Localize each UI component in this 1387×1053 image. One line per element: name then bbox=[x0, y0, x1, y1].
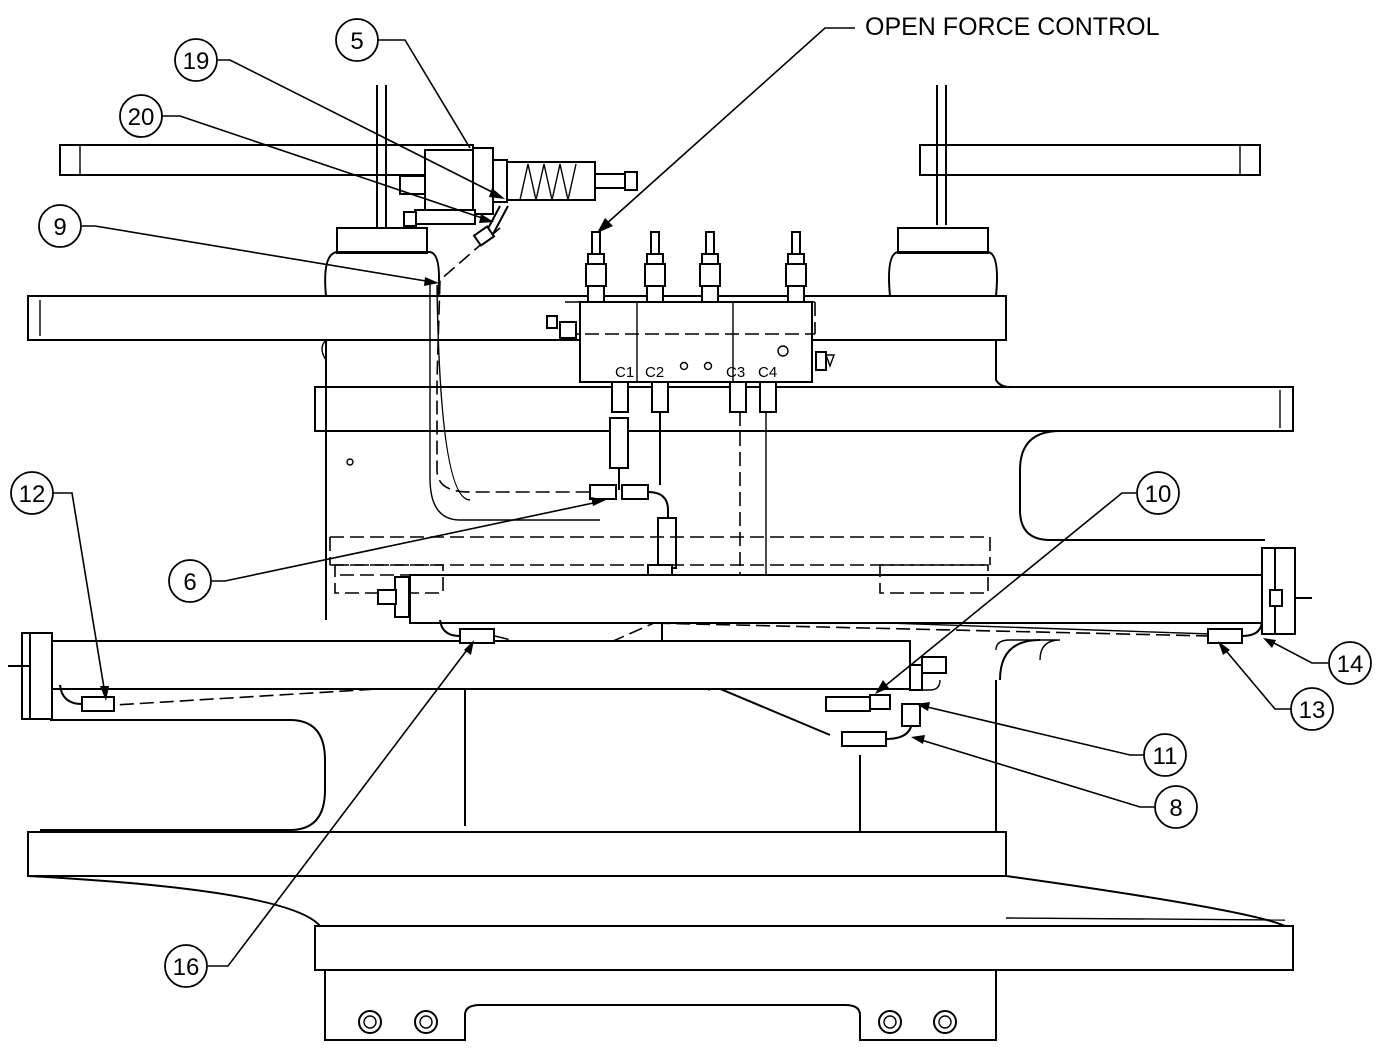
fitting-12 bbox=[81, 696, 115, 712]
valve-manifold: C1 C2 C3 C4 bbox=[546, 231, 835, 413]
tee-fitting bbox=[589, 484, 617, 500]
balloon-16-label: 16 bbox=[173, 954, 200, 981]
bottom-cross-beam bbox=[27, 831, 1007, 877]
balloon-20: 20 bbox=[119, 94, 163, 138]
balloon-13: 13 bbox=[1290, 687, 1334, 731]
port-label-c1: C1 bbox=[615, 364, 634, 381]
balloon-9: 9 bbox=[38, 204, 82, 248]
balloon-12-label: 12 bbox=[19, 481, 46, 508]
balloon-9-label: 9 bbox=[53, 214, 66, 241]
balloon-19-label: 19 bbox=[183, 48, 210, 75]
port-fittings bbox=[611, 381, 777, 413]
port-label-c2: C2 bbox=[645, 364, 664, 381]
middle-cross-beam bbox=[314, 386, 1294, 432]
base-bolts bbox=[358, 1010, 957, 1034]
balloon-6-label: 6 bbox=[183, 569, 196, 596]
top-actuator-assembly bbox=[399, 147, 638, 247]
fitting-13 bbox=[1207, 628, 1243, 644]
open-force-control-label: OPEN FORCE CONTROL bbox=[865, 13, 1160, 41]
balloon-11: 11 bbox=[1143, 733, 1187, 777]
balloon-8-label: 8 bbox=[1169, 795, 1182, 822]
right-post-block bbox=[897, 227, 989, 254]
balloon-16: 16 bbox=[164, 944, 208, 988]
balloon-6: 6 bbox=[168, 559, 212, 603]
balloon-14-label: 14 bbox=[1337, 651, 1364, 678]
balloon-11-label: 11 bbox=[1153, 743, 1178, 770]
lower-cylinder bbox=[51, 640, 911, 690]
fitting-8 bbox=[841, 731, 887, 747]
balloon-12: 12 bbox=[10, 471, 54, 515]
port-label-c3: C3 bbox=[726, 364, 745, 381]
balloon-5-label: 5 bbox=[350, 28, 363, 55]
balloon-19: 19 bbox=[174, 38, 218, 82]
manifold-block bbox=[579, 301, 813, 383]
top-rail-left bbox=[59, 144, 474, 176]
balloon-14: 14 bbox=[1328, 641, 1372, 685]
port-label-c4: C4 bbox=[758, 364, 777, 381]
leader-lines bbox=[53, 27, 1328, 967]
balloon-5: 5 bbox=[335, 18, 379, 62]
control-valves bbox=[585, 231, 807, 303]
left-post-block bbox=[336, 227, 428, 254]
fitting-16 bbox=[459, 628, 495, 644]
balloon-10-label: 10 bbox=[1145, 481, 1172, 508]
base-plate bbox=[314, 925, 1294, 971]
balloon-10: 10 bbox=[1136, 471, 1180, 515]
balloon-20-label: 20 bbox=[128, 104, 155, 131]
top-rail-right bbox=[919, 144, 1261, 176]
upper-cylinder bbox=[409, 574, 1266, 624]
fitting-11 bbox=[901, 703, 921, 727]
balloon-13-label: 13 bbox=[1299, 697, 1326, 724]
hydraulic-cylinders bbox=[8, 536, 1312, 720]
fitting-10 bbox=[825, 696, 871, 712]
balloon-8: 8 bbox=[1154, 785, 1198, 829]
top-cross-beam bbox=[27, 295, 1007, 341]
